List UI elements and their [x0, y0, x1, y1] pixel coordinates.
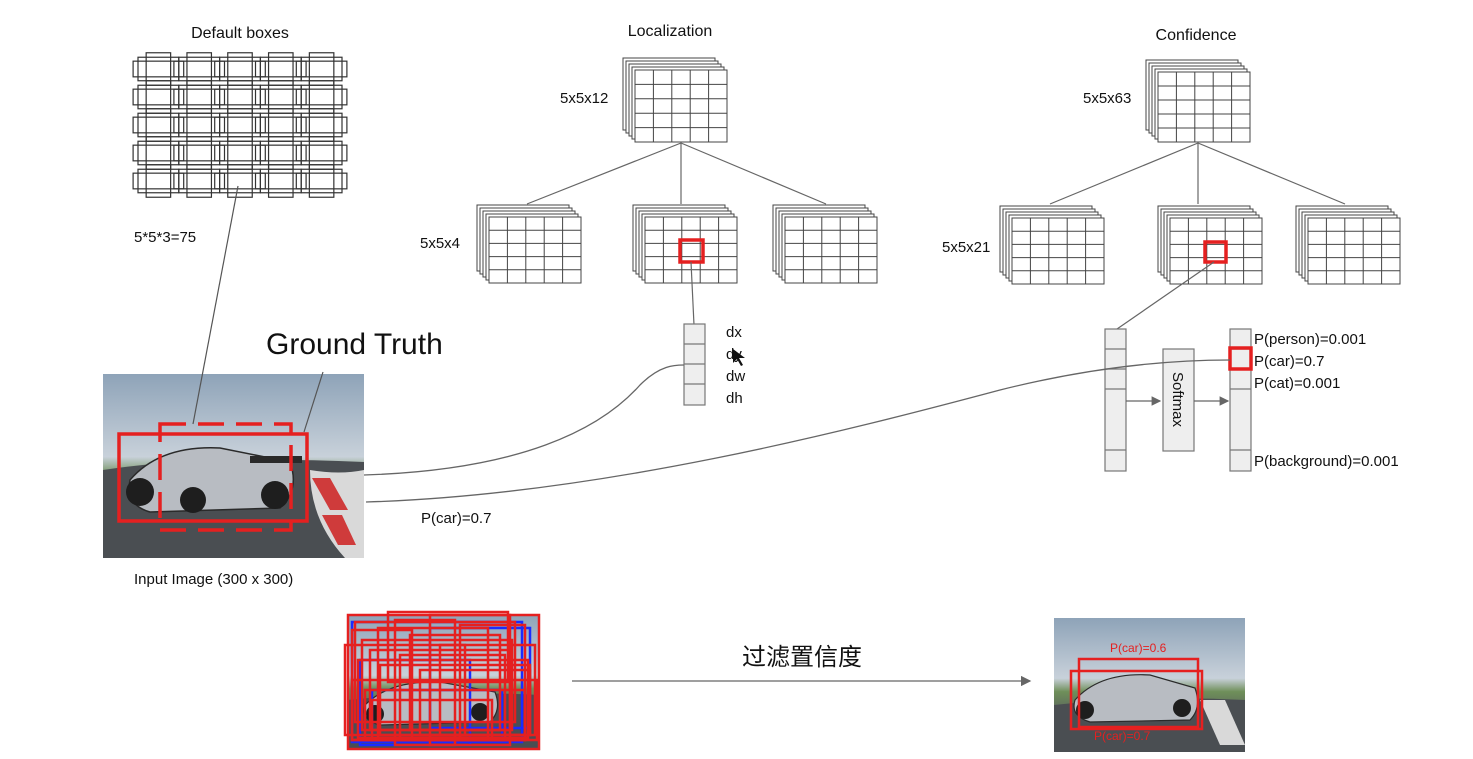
filter-label: 过滤置信度 — [742, 643, 862, 671]
output-dw: dw — [726, 368, 745, 385]
default-box — [132, 172, 185, 190]
default-boxes-count: 5*5*3=75 — [134, 229, 196, 246]
default-box — [145, 164, 172, 198]
default-box — [186, 164, 213, 198]
default-box — [214, 88, 266, 106]
default-boxes-title: Default boxes — [191, 25, 289, 42]
localization-title: Localization — [628, 23, 713, 40]
confidence-stack-left — [999, 205, 1105, 285]
localization-stack-middle — [632, 204, 738, 284]
result-label-bottom: P(car)=0.7 — [1094, 729, 1151, 743]
candidate-box-red — [438, 643, 537, 737]
confidence-feature-maps — [999, 59, 1401, 285]
default-box — [295, 144, 348, 162]
default-box — [173, 116, 226, 134]
default-box — [295, 172, 348, 190]
softmax-box — [1162, 348, 1195, 452]
default-box — [132, 116, 185, 134]
localization-stack-top — [622, 57, 728, 143]
prob-car-highlight — [1228, 346, 1253, 371]
localization-stack-right — [772, 204, 878, 284]
default-box — [254, 60, 307, 78]
default-box — [295, 88, 348, 106]
input-image-label: Input Image (300 x 300) — [134, 571, 293, 588]
default-box — [214, 60, 266, 78]
default-box — [300, 168, 343, 194]
default-box — [295, 60, 348, 78]
ground-truth-box-dashed — [158, 422, 293, 532]
default-box — [214, 172, 266, 190]
candidate-box-red — [428, 613, 512, 747]
default-box — [227, 164, 253, 198]
confidence-stack-right — [1295, 205, 1401, 285]
localization-link-line — [690, 261, 695, 326]
confidence-score-vector — [1104, 328, 1127, 472]
confidence-title: Confidence — [1156, 27, 1237, 44]
confidence-tree-lines — [1049, 142, 1346, 205]
prob-car: P(car)=0.7 — [1254, 353, 1324, 370]
default-box — [267, 164, 294, 198]
confidence-top-label: 5x5x63 — [1083, 90, 1131, 107]
confidence-stack-middle — [1157, 205, 1263, 285]
prob-person: P(person)=0.001 — [1254, 331, 1366, 348]
default-box — [173, 60, 226, 78]
default-box — [214, 116, 266, 134]
candidate-box-red — [370, 698, 494, 742]
confidence-stack-top — [1145, 59, 1251, 143]
localization-curve — [363, 364, 685, 476]
default-box — [308, 164, 335, 198]
localization-output-vector — [683, 323, 706, 406]
ground-truth-label: Ground Truth — [266, 328, 443, 361]
mouse-cursor-icon — [733, 349, 745, 366]
probability-vector — [1229, 328, 1252, 472]
localization-tree-lines — [526, 142, 827, 205]
ground-truth-pointer — [303, 371, 324, 433]
default-box — [254, 116, 307, 134]
localization-stack-left — [476, 204, 582, 284]
output-dh: dh — [726, 390, 743, 407]
default-box — [173, 88, 226, 106]
result-label-top: P(car)=0.6 — [1110, 641, 1167, 655]
localization-top-label: 5x5x12 — [560, 90, 608, 107]
default-box — [214, 144, 266, 162]
default-box — [295, 116, 348, 134]
confidence-curve — [365, 359, 1231, 503]
default-box — [254, 88, 307, 106]
default-box — [132, 144, 185, 162]
default-box — [132, 60, 185, 78]
default-box — [173, 172, 226, 190]
output-dx: dx — [726, 324, 742, 341]
softmax-label: Softmax — [1169, 372, 1186, 428]
default-box — [173, 144, 226, 162]
confidence-selected-cell — [1203, 240, 1228, 264]
result-box-1 — [1077, 657, 1200, 729]
default-box — [254, 172, 307, 190]
prob-cat: P(cat)=0.001 — [1254, 375, 1340, 392]
candidate-box-red — [353, 620, 517, 724]
pcar-label: P(car)=0.7 — [421, 510, 491, 527]
confidence-link-line — [1116, 261, 1215, 330]
localization-feature-maps — [476, 57, 878, 284]
default-box — [254, 144, 307, 162]
default-box-solid — [117, 432, 309, 523]
result-box-2 — [1069, 669, 1204, 731]
default-boxes-grid — [132, 52, 348, 198]
input-image — [103, 374, 364, 558]
candidate-boxes — [343, 610, 541, 751]
localization-mid-label: 5x5x4 — [420, 235, 460, 252]
default-box — [132, 88, 185, 106]
confidence-mid-label: 5x5x21 — [942, 239, 990, 256]
candidate-box-red — [386, 610, 510, 684]
prob-background: P(background)=0.001 — [1254, 453, 1399, 470]
default-box-pointer — [192, 185, 239, 425]
